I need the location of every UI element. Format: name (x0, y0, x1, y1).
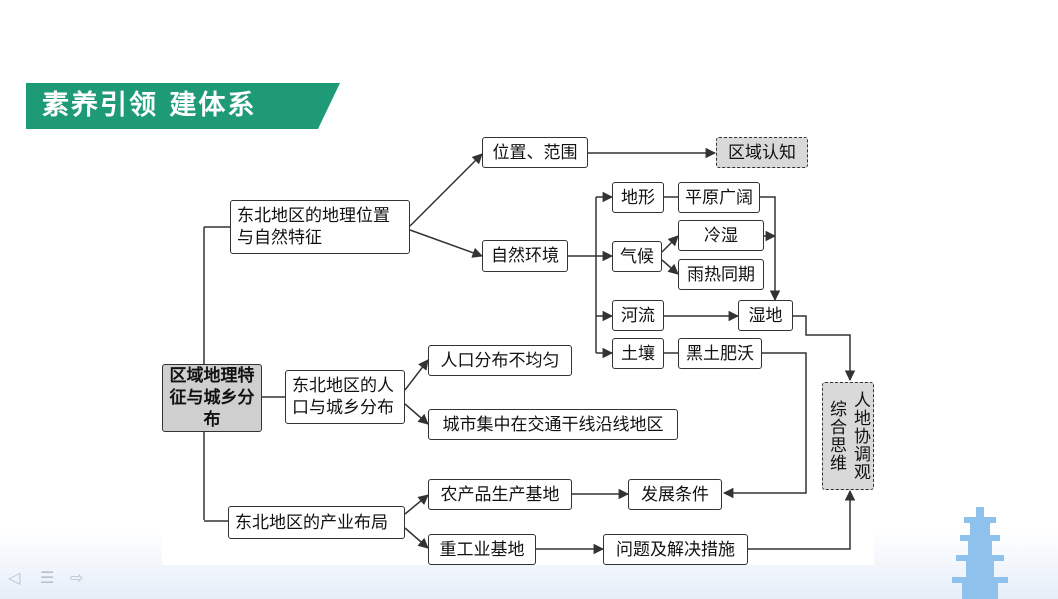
node-rain-heat-label: 雨热同期 (687, 264, 755, 285)
node-harmony-label: 人地协调观 (850, 391, 870, 481)
node-region-cognition: 区域认知 (716, 137, 808, 168)
node-black-soil-label: 黑土肥沃 (686, 343, 754, 364)
pagoda-decoration-icon (952, 507, 1008, 599)
node-rain-heat: 雨热同期 (678, 259, 764, 290)
node-cold-humid-label: 冷湿 (704, 225, 738, 246)
node-pop-uneven-label: 人口分布不均匀 (440, 350, 560, 371)
node-landform: 地形 (612, 182, 664, 213)
branch-population-label: 东北地区的人口与城乡分布 (292, 376, 394, 418)
node-position: 位置、范围 (482, 137, 588, 168)
node-river-label: 河流 (621, 305, 655, 326)
node-wetland-label: 湿地 (748, 305, 783, 326)
node-soil: 土壤 (612, 338, 664, 369)
node-position-label: 位置、范围 (492, 142, 578, 163)
node-soil-label: 土壤 (621, 343, 655, 364)
node-city-traffic-label: 城市集中在交通干线沿线地区 (442, 414, 664, 435)
node-black-soil: 黑土肥沃 (678, 338, 762, 369)
root-label: 区域地理特征与城乡分布 (169, 366, 255, 430)
prev-icon[interactable]: ◁ (8, 568, 21, 587)
section-banner-notch (318, 83, 340, 129)
branch-population: 东北地区的人口与城乡分布 (285, 370, 405, 424)
section-title: 素养引领 建体系 (42, 90, 257, 121)
node-dev-cond: 发展条件 (628, 479, 722, 510)
node-agri-base: 农产品生产基地 (428, 479, 572, 510)
menu-icon[interactable]: ☰ (40, 568, 55, 587)
node-heavy-ind-label: 重工业基地 (439, 539, 525, 560)
node-landform-label: 地形 (621, 187, 655, 208)
node-wetland: 湿地 (738, 300, 793, 331)
node-plain: 平原广阔 (678, 182, 760, 213)
node-dev-cond-label: 发展条件 (641, 484, 709, 505)
node-heavy-ind: 重工业基地 (428, 534, 536, 565)
node-agri-base-label: 农产品生产基地 (440, 484, 560, 505)
node-nature-label: 自然环境 (491, 246, 559, 266)
node-problems-label: 问题及解决措施 (616, 539, 735, 560)
node-synthesis-label: 综合思维 (826, 400, 846, 472)
next-icon[interactable]: ⇨ (70, 568, 84, 587)
branch-geo-location: 东北地区的地理位置与自然特征 (230, 200, 410, 254)
node-pop-uneven: 人口分布不均匀 (428, 345, 572, 376)
branch-geo-location-label: 东北地区的地理位置与自然特征 (237, 206, 390, 248)
node-river: 河流 (612, 300, 664, 331)
node-nature: 自然环境 (482, 240, 568, 272)
node-climate: 气候 (612, 241, 662, 272)
section-banner (26, 83, 318, 129)
branch-industry: 东北地区的产业布局 (228, 506, 405, 539)
node-problems: 问题及解决措施 (603, 534, 748, 565)
node-literacy: 综合思维 人地协调观 (822, 382, 874, 490)
branch-industry-label: 东北地区的产业布局 (235, 512, 388, 533)
node-city-traffic: 城市集中在交通干线沿线地区 (428, 409, 678, 440)
node-plain-label: 平原广阔 (685, 187, 753, 208)
node-climate-label: 气候 (620, 246, 654, 267)
root-node: 区域地理特征与城乡分布 (162, 364, 262, 432)
node-cold-humid: 冷湿 (678, 220, 764, 251)
node-region-cognition-label: 区域认知 (728, 142, 796, 163)
